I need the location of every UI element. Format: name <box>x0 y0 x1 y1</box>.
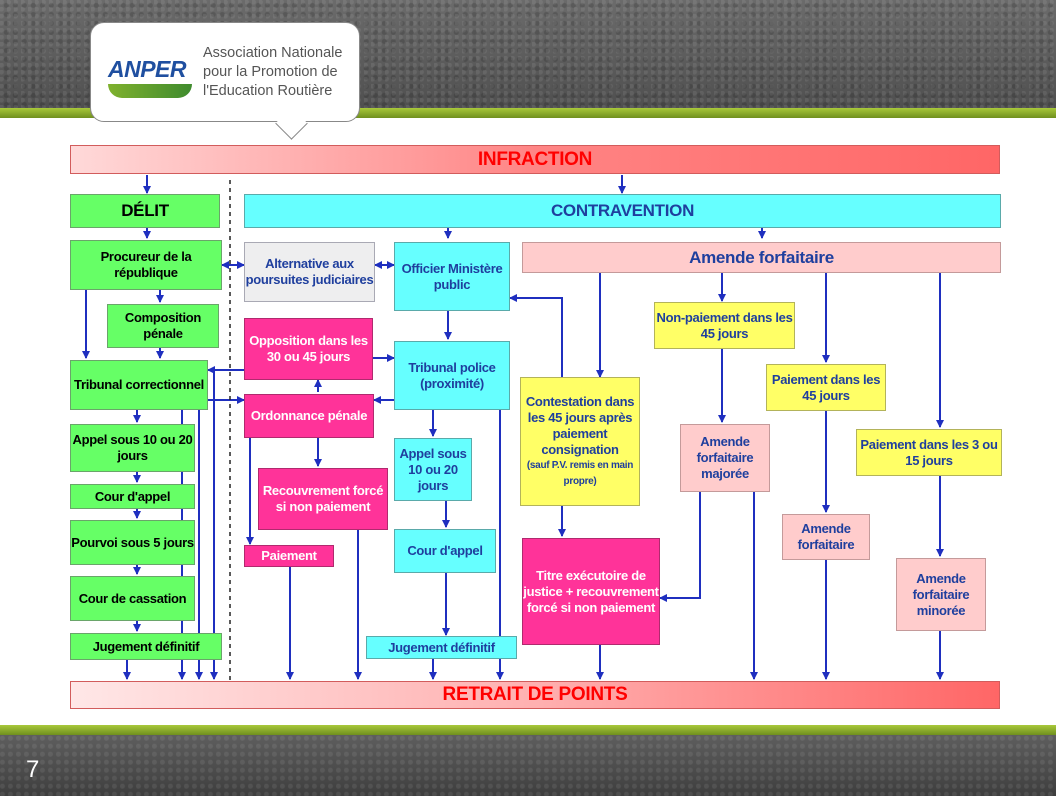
cour-appel-delit-box: Cour d'appel <box>70 484 195 509</box>
appel-police-box: Appel sous 10 ou 20 jours <box>394 438 472 501</box>
paiement-3-15-box: Paiement dans les 3 ou 15 jours <box>856 429 1002 476</box>
jugement-police-box: Jugement définitif <box>366 636 517 659</box>
procureur-box: Procureur de la république <box>70 240 222 290</box>
paiement-box: Paiement <box>244 545 334 567</box>
anper-logo: ANPER <box>108 56 187 82</box>
organization-name: Association Nationale pour la Promotion … <box>203 44 342 101</box>
composition-penale-box: Composition pénale <box>107 304 219 348</box>
titre-executoire-box: Titre exécutoire de justice + recouvreme… <box>522 538 660 645</box>
contestation-text: Contestation dans les 45 jours après pai… <box>525 393 635 457</box>
officier-ministere-box: Officier Ministère public <box>394 242 510 311</box>
org-name-line-1: Association Nationale <box>203 45 343 61</box>
amende-forfaitaire-header: Amende forfaitaire <box>522 242 1001 273</box>
amende-majoree-box: Amende forfaitaire majorée <box>680 424 770 492</box>
pourvoi-box: Pourvoi sous 5 jours <box>70 520 195 565</box>
logo-callout <box>90 22 360 122</box>
org-name-line-2: pour la Promotion de <box>203 64 338 80</box>
infraction-banner: INFRACTION <box>70 145 1000 174</box>
amende-minoree-box: Amende forfaitaire minorée <box>896 558 986 631</box>
org-name-line-3: l'Education Routière <box>203 83 333 99</box>
non-paiement-box: Non-paiement dans les 45 jours <box>654 302 795 349</box>
tribunal-police-box: Tribunal police (proximité) <box>394 341 510 410</box>
slide-number: 7 <box>26 756 40 783</box>
tribunal-correctionnel-box: Tribunal correctionnel <box>70 360 208 410</box>
contravention-box: CONTRAVENTION <box>244 194 1001 228</box>
alternative-poursuites-box: Alternative aux poursuites judiciaires <box>244 242 375 302</box>
jugement-delit-box: Jugement définitif <box>70 633 222 660</box>
contestation-box: Contestation dans les 45 jours après pai… <box>520 377 640 506</box>
ordonnance-penale-box: Ordonnance pénale <box>244 394 374 438</box>
green-stripe-bottom <box>0 725 1056 735</box>
amende-forfaitaire-box: Amende forfaitaire <box>782 514 870 560</box>
appel-delit-box: Appel sous 10 ou 20 jours <box>70 424 195 472</box>
cour-appel-police-box: Cour d'appel <box>394 529 496 573</box>
recouvrement-force-box: Recouvrement forcé si non paiement <box>258 468 388 530</box>
paiement-45-box: Paiement dans les 45 jours <box>766 364 886 411</box>
retrait-de-points-banner: RETRAIT DE POINTS <box>70 681 1000 709</box>
contestation-note: (sauf P.V. remis en main propre) <box>526 459 634 487</box>
asphalt-footer <box>0 735 1056 796</box>
opposition-box: Opposition dans les 30 ou 45 jours <box>244 318 373 380</box>
logo-swoosh-icon <box>108 84 192 98</box>
green-stripe-top <box>0 108 1056 118</box>
cour-cassation-box: Cour de cassation <box>70 576 195 621</box>
delit-box: DÉLIT <box>70 194 220 228</box>
